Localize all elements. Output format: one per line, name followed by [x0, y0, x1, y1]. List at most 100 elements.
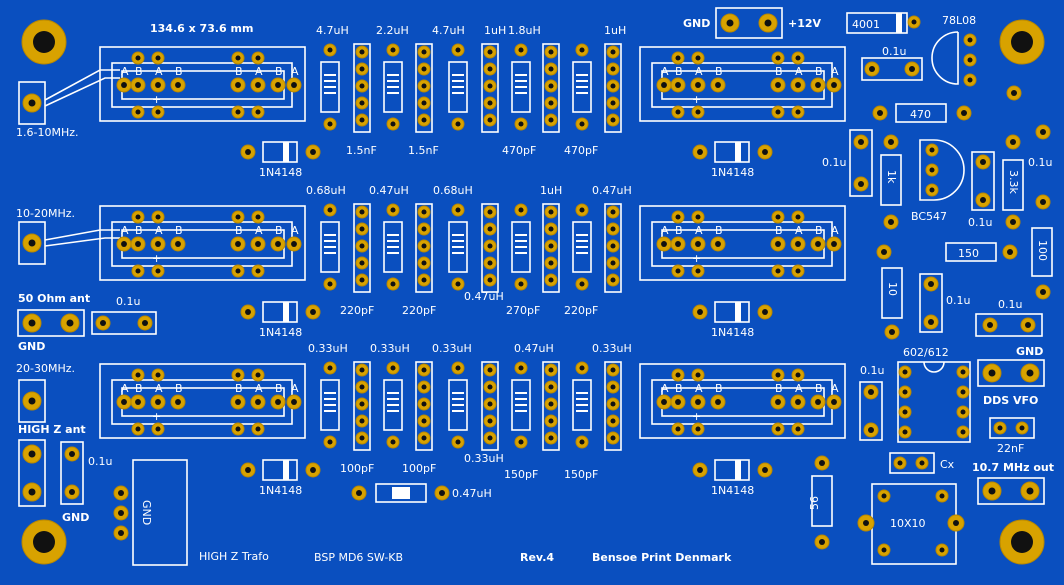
inductor-label: 2.2uH: [376, 24, 409, 37]
filter-part-1-9: [572, 43, 592, 131]
cap-a-label: 0.1u: [882, 45, 906, 58]
power-section: GND +12V 4001 78L08 0.1u 470 0.1u 1k: [683, 7, 1053, 340]
capacitor-label: 220pF: [402, 304, 436, 317]
filter-part-2-9: [572, 203, 592, 291]
band-label-2: 10-20MHz.: [16, 207, 75, 220]
filter-part-3-3: [383, 361, 403, 449]
relay-pin-label: B: [135, 224, 143, 237]
filter-part-2-1: [320, 203, 340, 291]
relay-pin-label: A: [255, 224, 263, 237]
board-maker: Bensoe Print Denmark: [592, 551, 732, 564]
filter-part-2-5: [448, 203, 468, 291]
capacitor-label: 220pF: [564, 304, 598, 317]
relay-plus: +: [152, 410, 161, 423]
cap-b-label: 0.1u: [822, 156, 846, 169]
relay-pin-label: A: [695, 65, 703, 78]
r1k-label: 1k: [885, 170, 898, 184]
inductor-label: 0.33uH: [592, 342, 632, 355]
capacitor-label: 150pF: [564, 468, 598, 481]
inductor-label: 0.47uH: [592, 184, 632, 197]
relay-pin-label: A: [255, 65, 263, 78]
relay-pin-label: B: [815, 65, 823, 78]
diode-label: 1N4148: [711, 166, 754, 179]
cap-e-label: 0.1u: [946, 294, 970, 307]
filter-part-3-6: [481, 361, 499, 451]
relay-pin-label: A: [661, 65, 669, 78]
c22-label: 22nF: [997, 442, 1024, 455]
filter-part-2-3: [383, 203, 403, 291]
relay-pin-label: B: [175, 224, 183, 237]
filter-part-1-10: [604, 43, 622, 133]
capacitor-label: 0.33uH: [464, 452, 504, 465]
relay-pin-label: B: [175, 65, 183, 78]
inductor-label: 1uH: [484, 24, 506, 37]
relay-pin-label: B: [675, 224, 683, 237]
relay-pin-label: B: [815, 382, 823, 395]
gnd2-label: GND: [62, 511, 89, 524]
relay-pin-label: B: [675, 382, 683, 395]
mounting-holes: [21, 19, 1045, 565]
filter-part-1-5: [448, 43, 468, 131]
capacitor-label: 0.47uH: [464, 290, 504, 303]
relay-pin-label: A: [795, 65, 803, 78]
board-title: BSP MD6 SW-KB: [314, 551, 403, 564]
capacitor-label: 470pF: [564, 144, 598, 157]
inductor-label: 0.33uH: [432, 342, 472, 355]
relay-pin-label: B: [275, 382, 283, 395]
inductor-label: 1.8uH: [508, 24, 541, 37]
relay-pin-label: A: [121, 65, 129, 78]
diode-label: 1N4148: [259, 326, 302, 339]
trafo-label: HIGH Z Trafo: [199, 550, 269, 563]
relay-plus: +: [152, 252, 161, 265]
ic-label: 602/612: [903, 346, 949, 359]
board-size-label: 134.6 x 73.6 mm: [150, 22, 253, 35]
diode-label: 1N4148: [259, 484, 302, 497]
inductor-label: 0.68uH: [433, 184, 473, 197]
relay-pin-label: B: [715, 382, 723, 395]
diode-1n4148: 1N4148: [240, 141, 321, 179]
r33k-label: 3.3k: [1007, 170, 1020, 194]
inductor-label: 0.33uH: [370, 342, 410, 355]
inductor-label: 0.47uH: [514, 342, 554, 355]
relay-pin-label: A: [155, 382, 163, 395]
inductor-label: 0.47uH: [369, 184, 409, 197]
inductor-label: 4.7uH: [316, 24, 349, 37]
filter-part-1-2: [353, 43, 371, 133]
cap1-label: 0.1u: [116, 295, 140, 308]
cap-g-label: 0.1u: [860, 364, 884, 377]
relay-pin-label: A: [795, 224, 803, 237]
reg-label: 78L08: [942, 14, 976, 27]
filter-part-2-2: [353, 203, 371, 293]
filter-part-1-8: [542, 43, 560, 133]
relay-pin-label: A: [155, 65, 163, 78]
relay-pin-label: B: [775, 65, 783, 78]
capacitor-label: 220pF: [340, 304, 374, 317]
relay-pin-label: B: [135, 382, 143, 395]
capacitor-label: 470pF: [502, 144, 536, 157]
capacitor-label: 1.5nF: [346, 144, 377, 157]
highz-label: HIGH Z ant: [18, 423, 86, 436]
filter-part-3-7: [511, 361, 531, 449]
gnd-top-label: GND: [683, 17, 710, 30]
relay-pin-label: B: [235, 382, 243, 395]
band-label-1: 1.6-10MHz.: [16, 126, 79, 139]
gnd-dds-label: GND: [1016, 345, 1043, 358]
filter-part-3-5: [448, 361, 468, 449]
relay-pin-label: A: [121, 224, 129, 237]
relay-pin-label: B: [235, 65, 243, 78]
inductor-label: 1uH: [604, 24, 626, 37]
inductor-label: 0.68uH: [306, 184, 346, 197]
filter-part-3-4: [415, 361, 433, 451]
capacitor-label: 150pF: [504, 468, 538, 481]
relay-pin-label: B: [775, 224, 783, 237]
diode-label: 1N4148: [711, 484, 754, 497]
extra-inductor: 0.47uH: [351, 483, 492, 503]
diode-1n4148: 1N4148: [692, 141, 773, 179]
